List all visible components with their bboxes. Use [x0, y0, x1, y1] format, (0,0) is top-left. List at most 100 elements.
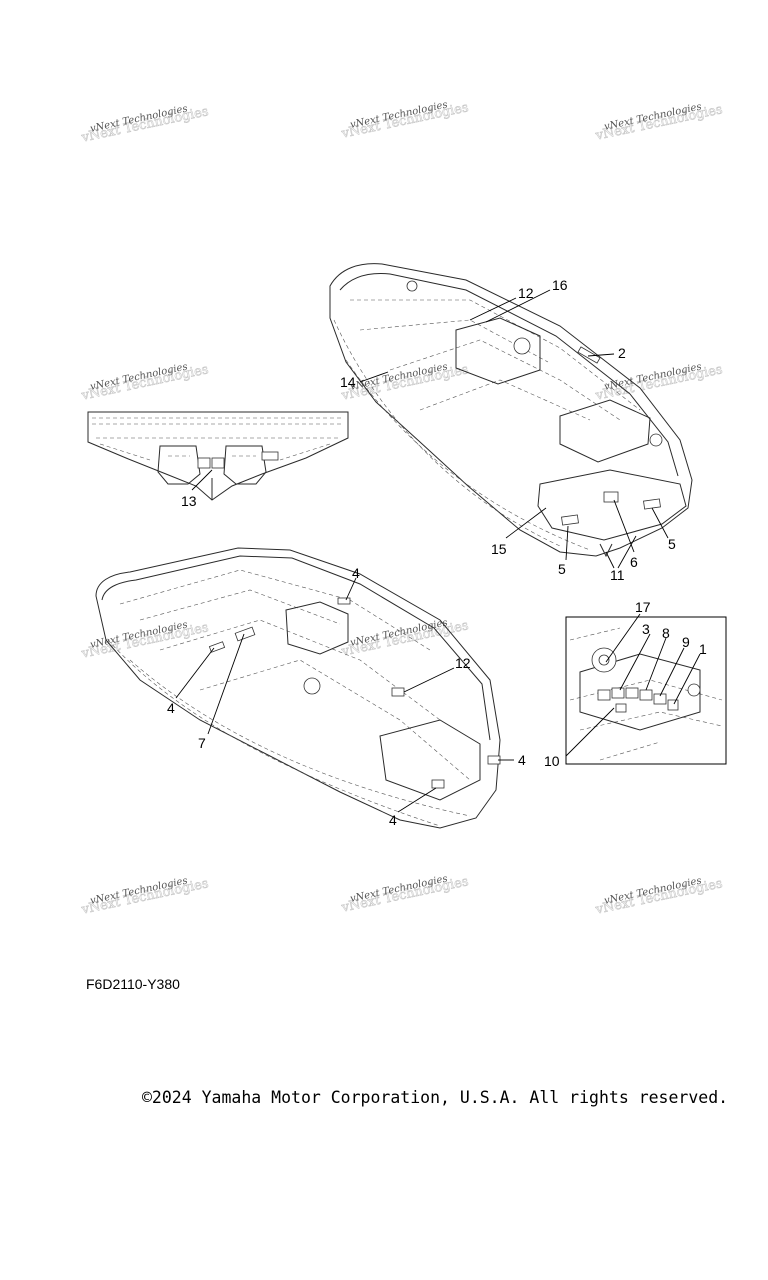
front-gunwale	[101, 555, 491, 741]
front-decal-upper	[337, 597, 351, 605]
rear-decal-platform-left	[561, 514, 579, 526]
leader-line	[359, 371, 389, 383]
rear-decal-platform-right	[643, 498, 661, 510]
front-three-quarter-view: 4 12 4 7 4 4	[95, 547, 526, 829]
leader-line	[207, 633, 245, 735]
rear-speaker-right	[649, 433, 663, 447]
rear-hull-waterline	[333, 319, 591, 551]
leader-line	[345, 577, 357, 601]
watermark: vNext Technologies vNext Technologies	[339, 99, 470, 142]
rear-seat-block	[559, 399, 651, 463]
inset-decal-1	[597, 689, 611, 701]
callout-2: 2	[618, 345, 626, 361]
inset-speaker	[687, 683, 701, 697]
rear-swim-platform	[537, 469, 687, 541]
inset-decal-5	[653, 693, 667, 705]
callout-12: 12	[518, 285, 534, 301]
callout-10: 10	[544, 753, 560, 769]
rear-decal-transom	[603, 491, 619, 503]
callout-7: 7	[198, 735, 206, 751]
callout-9: 9	[682, 634, 690, 650]
watermark: vNext Technologies vNext Technologies	[339, 361, 470, 404]
callout-12: 12	[455, 655, 471, 671]
watermark: vNext Technologies vNext Technologies	[339, 873, 470, 916]
watermark: vNext Technologies vNext Technologies	[79, 875, 210, 918]
leader-line	[175, 647, 215, 699]
callout-1: 1	[699, 641, 707, 657]
leader-line	[505, 507, 547, 539]
front-bow-seating	[379, 719, 481, 801]
callout-8: 8	[662, 625, 670, 641]
callout-13: 13	[181, 493, 197, 509]
front-decal-bow-left	[431, 779, 445, 789]
leader-line	[619, 633, 651, 691]
callout-5: 5	[668, 536, 676, 552]
inset-decal-7	[615, 703, 627, 713]
front-hull-outline	[95, 547, 501, 829]
watermark: vNext Technologies vNext Technologies	[593, 101, 724, 144]
front-hull-waterline	[107, 639, 471, 827]
front-decal-console	[234, 626, 256, 642]
callout-4: 4	[352, 565, 360, 581]
stern-recess-left	[157, 445, 201, 485]
callout-11: 11	[610, 567, 625, 583]
rear-center-console	[455, 317, 541, 385]
callout-3: 3	[642, 621, 650, 637]
callout-5: 5	[558, 561, 566, 577]
front-helm-wheel	[303, 677, 321, 695]
helm-detail-inset: 17 3 8 9 1 10	[544, 599, 727, 769]
inset-decal-3	[625, 687, 639, 699]
stern-transom-outline	[87, 411, 349, 501]
leader-line	[645, 637, 667, 691]
inset-decal-2	[611, 687, 625, 699]
callout-16: 16	[552, 277, 568, 293]
callout-15: 15	[491, 541, 507, 557]
watermark: vNext Technologies vNext Technologies	[79, 361, 210, 404]
leader-line	[659, 647, 685, 697]
callout-4: 4	[389, 812, 397, 828]
rear-helm-wheel	[513, 337, 531, 355]
leader-line	[565, 707, 615, 757]
callout-4: 4	[518, 752, 526, 768]
watermark: vNext Technologies vNext Technologies	[79, 619, 210, 662]
leader-line	[469, 297, 517, 321]
copyright-notice: ©2024 Yamaha Motor Corporation, U.S.A. A…	[142, 1088, 729, 1107]
watermark: vNext Technologies vNext Technologies	[339, 617, 470, 660]
rear-speaker-left	[406, 280, 418, 292]
leader-line	[587, 353, 615, 357]
callout-4: 4	[167, 700, 175, 716]
leader-line	[397, 787, 437, 813]
leader-line	[403, 667, 455, 693]
inset-decal-6	[667, 699, 679, 711]
stern-decal-left	[197, 457, 211, 469]
watermark: vNext Technologies vNext Technologies	[593, 875, 724, 918]
rear-three-quarter-view: 14 12 16 2 15 5 6 11 5	[329, 263, 693, 583]
callout-17: 17	[635, 599, 651, 615]
watermark: vNext Technologies vNext Technologies	[79, 103, 210, 146]
inset-console	[579, 653, 701, 731]
stern-detail-view: 13	[87, 411, 349, 509]
rear-gunwale	[339, 273, 679, 477]
callout-6: 6	[630, 554, 638, 570]
leader-line	[673, 653, 701, 705]
front-deck-lines	[119, 569, 471, 781]
rear-drive-nozzle	[599, 543, 613, 558]
callout-14: 14	[340, 374, 356, 390]
stern-decal-right	[211, 457, 225, 469]
leader-line	[617, 535, 637, 569]
inset-decal-4	[639, 689, 653, 701]
front-seat-block	[285, 601, 349, 655]
leader-line	[605, 551, 615, 569]
rear-decal-side	[577, 346, 601, 364]
leader-line	[613, 499, 635, 553]
stern-deck-edge	[92, 417, 344, 439]
figure-code: F6D2110-Y380	[86, 976, 180, 992]
rear-deck-lines	[350, 299, 641, 421]
leader-line	[565, 525, 569, 561]
leader-line	[605, 613, 641, 663]
leader-line	[485, 289, 551, 323]
stern-label-plate	[261, 451, 279, 461]
watermarks: vNext Technologies vNext Technologies vN…	[79, 99, 724, 918]
rear-hull-outline	[329, 263, 693, 557]
